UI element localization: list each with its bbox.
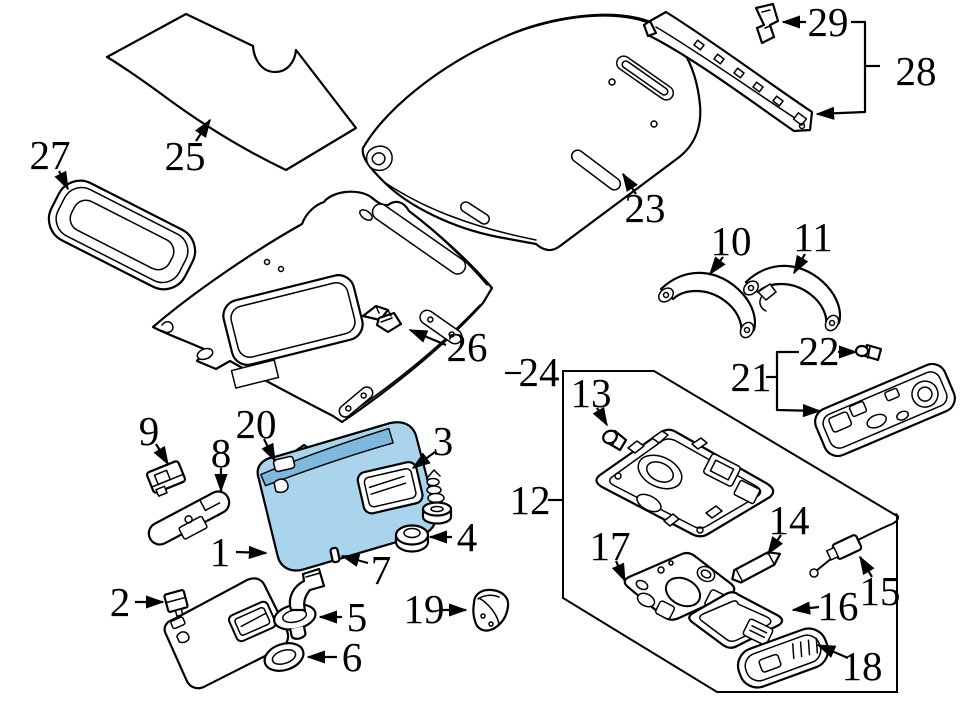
part-3-screw: [421, 469, 453, 525]
callout-leader-23: [622, 172, 638, 195]
part-7-pin: [329, 546, 341, 564]
callout-label-23: 23: [625, 185, 666, 231]
console-region-boundary: [562, 370, 898, 693]
callout-leader-7: [340, 554, 369, 567]
part-13-bulb: [602, 429, 628, 452]
callout-label-9: 9: [139, 408, 160, 454]
console-region-outline-layer: [562, 370, 898, 693]
part-10-grab-handle: [658, 271, 757, 339]
callout-label-4: 4: [457, 514, 478, 560]
parts-layer: [47, 2, 956, 690]
part-12-overhead-console: [595, 428, 775, 538]
part-5-visor-hook: [273, 567, 326, 640]
callout-leader-11: [793, 253, 809, 275]
callout-label-6: 6: [342, 634, 363, 680]
callout-label-2: 2: [110, 579, 131, 625]
callout-label-14: 14: [769, 497, 810, 543]
callout-label-13: 13: [571, 370, 612, 416]
callout-label-10: 10: [711, 218, 752, 264]
part-15-wiring-pigtail: [809, 513, 900, 578]
callout-label-3: 3: [433, 418, 454, 464]
callout-leader-9: [153, 443, 169, 466]
part-4-grommet: [394, 524, 430, 553]
callout-leader-14: [767, 534, 784, 556]
callout-label-1: 1: [210, 529, 231, 575]
callout-label-22: 22: [799, 328, 840, 374]
callout-leader-10: [709, 256, 726, 276]
callout-label-5: 5: [347, 594, 368, 640]
callout-leader-21-1: [775, 350, 822, 418]
callout-label-7: 7: [371, 547, 392, 593]
callout-label-11: 11: [793, 214, 832, 260]
callout-label-27: 27: [30, 132, 71, 178]
callout-leader-20: [261, 438, 276, 463]
callout-leader-16: [791, 601, 820, 615]
part-2-clip: [163, 589, 189, 634]
callout-label-16: 16: [818, 583, 859, 629]
callout-leader-25: [194, 118, 211, 142]
part-22-bulb: [854, 343, 883, 362]
part-21-interior-light-bar: [814, 362, 956, 458]
part-6-ring: [263, 642, 305, 672]
part-26-headliner-clip: [361, 304, 403, 334]
part-8-visor-rail: [147, 490, 231, 546]
callout-leader-26: [408, 328, 447, 347]
part-18-dome-lamp-lens: [736, 627, 830, 689]
part-9-clip: [145, 460, 187, 497]
callout-leader-15: [859, 555, 875, 578]
callout-label-26: 26: [447, 324, 488, 370]
part-28-header-brace: [642, 10, 814, 133]
part-27-sunroof-seal: [47, 179, 197, 291]
callout-label-21: 21: [731, 354, 772, 400]
callout-label-18: 18: [842, 643, 883, 689]
callout-leader-27: [54, 170, 69, 191]
callout-label-19: 19: [404, 586, 445, 632]
callout-label-15: 15: [860, 568, 901, 614]
callout-leader-1: [235, 545, 268, 560]
callout-label-28: 28: [896, 48, 937, 94]
callout-leader-18: [816, 643, 849, 660]
part-16-console-cover: [688, 591, 784, 649]
callout-label-8: 8: [211, 430, 232, 476]
part-23-rear-roof-panel: [361, 13, 702, 252]
callout-label-20: 20: [236, 401, 277, 447]
callout-leader-13: [592, 406, 608, 427]
callout-leader-28-1: [815, 20, 867, 120]
part-24-headliner: [151, 190, 494, 424]
callout-label-17: 17: [590, 523, 631, 569]
callout-leader-3: [411, 451, 436, 469]
part-25-roof-insulation-pad: [105, 12, 358, 172]
callout-label-12: 12: [510, 477, 551, 523]
callout-label-24: 24: [519, 349, 560, 395]
part-29-clip: [754, 2, 780, 45]
callout-label-25: 25: [165, 133, 206, 179]
callout-leader-17: [611, 560, 627, 583]
callout-label-29: 29: [808, 0, 849, 45]
part-19-sensor-knob: [472, 588, 510, 632]
part-14-festoon-bulb: [731, 551, 782, 584]
